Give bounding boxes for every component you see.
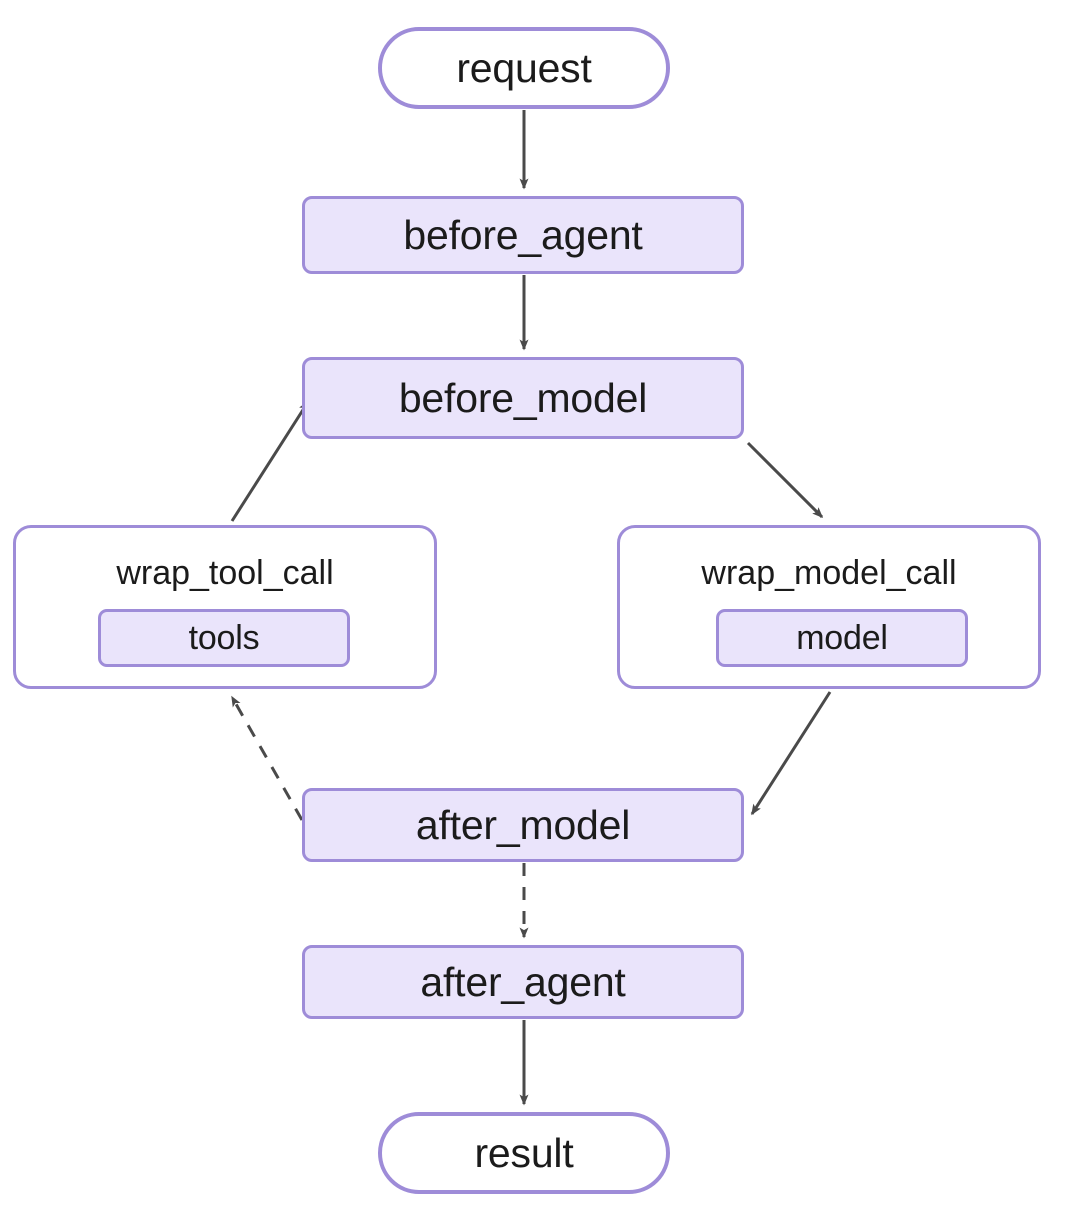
node-before-model[interactable]: before_model: [302, 357, 744, 439]
node-result[interactable]: result: [378, 1112, 670, 1194]
node-after-agent-label: after_agent: [420, 958, 626, 1005]
node-after-model-label: after_model: [415, 801, 631, 848]
node-before-model-label: before_model: [398, 374, 648, 421]
node-model-label: model: [796, 619, 888, 657]
edge-wrap-model-call-to-after-model: [750, 691, 832, 816]
subgraph-wrap-tool-call-label: wrap_tool_call: [116, 554, 334, 592]
node-after-agent[interactable]: after_agent: [302, 945, 744, 1019]
edge-wrap-tool-call-to-before-model: [230, 400, 310, 522]
node-tools[interactable]: tools: [98, 609, 350, 667]
node-after-model[interactable]: after_model: [302, 788, 744, 862]
node-result-label: result: [474, 1129, 574, 1176]
node-request[interactable]: request: [378, 27, 670, 109]
node-model[interactable]: model: [716, 609, 968, 667]
node-tools-label: tools: [188, 619, 260, 657]
edge-before-model-to-wrap-model-call: [746, 441, 824, 519]
node-before-agent[interactable]: before_agent: [302, 196, 744, 274]
edge-after-model-to-wrap-tool-call: [230, 695, 304, 821]
node-request-label: request: [456, 44, 592, 91]
subgraph-wrap-model-call-label: wrap_model_call: [701, 554, 957, 592]
node-before-agent-label: before_agent: [403, 211, 643, 258]
